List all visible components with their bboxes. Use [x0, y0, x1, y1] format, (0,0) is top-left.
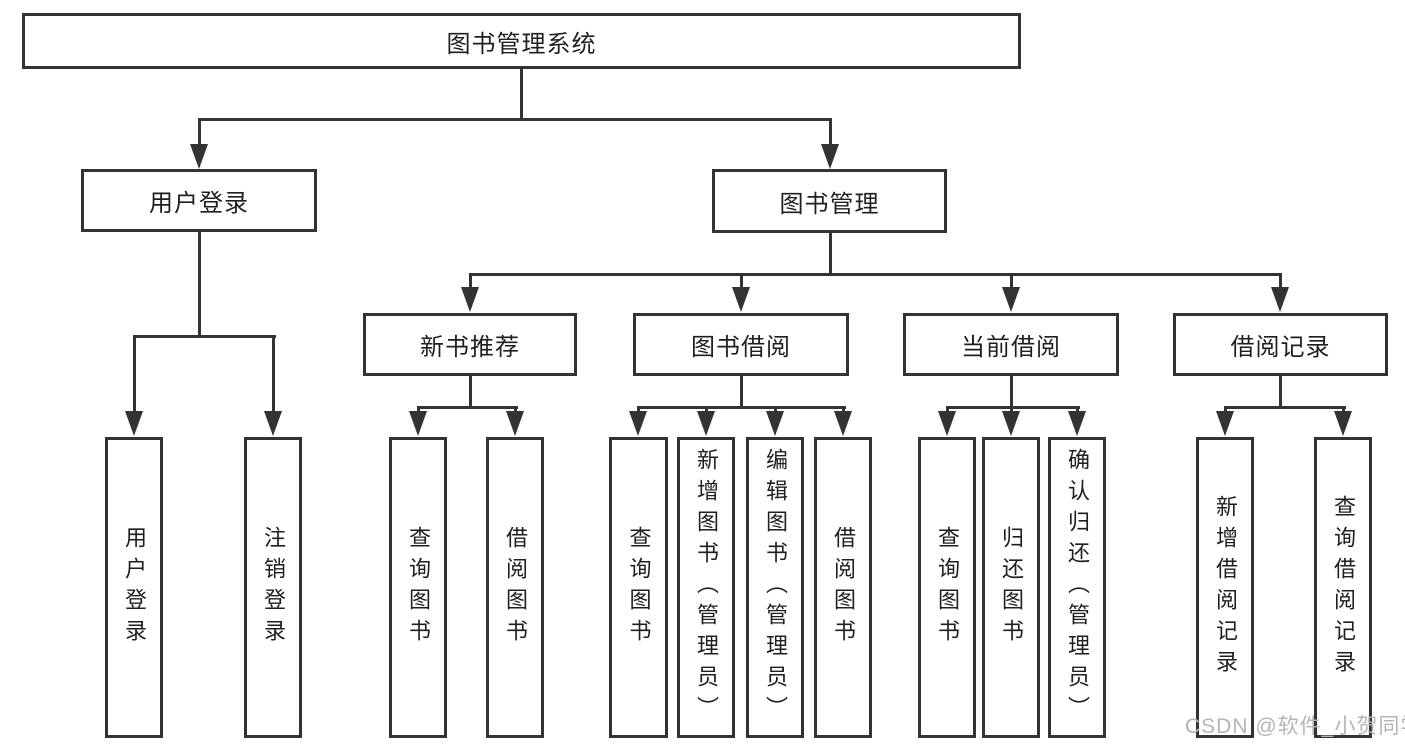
arrow-down-icon: [1271, 287, 1289, 312]
arrow-down-icon: [1216, 411, 1234, 436]
connector-line: [272, 335, 275, 416]
connector-line: [1279, 376, 1282, 406]
node-new-book-recommend: 新书推荐: [363, 313, 577, 376]
connector-line: [1010, 273, 1013, 292]
arrow-down-icon: [697, 411, 715, 436]
connector-line: [469, 273, 472, 292]
arrow-down-icon: [461, 287, 479, 312]
connector-line: [1010, 376, 1013, 406]
connector-line: [740, 376, 743, 406]
node-book-management: 图书管理: [712, 169, 947, 233]
arrow-down-icon: [409, 411, 427, 436]
leaf-confirm-return-admin: 确认归还（管理员）: [1048, 437, 1106, 738]
arrow-down-icon: [1002, 411, 1020, 436]
connector-line: [198, 232, 201, 335]
arrow-down-icon: [834, 411, 852, 436]
connector-line: [829, 233, 832, 273]
leaf-add-book-admin: 新增图书（管理员）: [677, 437, 735, 738]
arrow-down-icon: [629, 411, 647, 436]
node-borrow-records: 借阅记录: [1173, 313, 1388, 376]
leaf-edit-book-admin: 编辑图书（管理员）: [746, 437, 804, 738]
arrow-down-icon: [1334, 411, 1352, 436]
node-root: 图书管理系统: [22, 13, 1021, 69]
leaf-query-books-borrow: 查询图书: [609, 437, 668, 738]
leaf-query-books-recommend: 查询图书: [389, 437, 447, 738]
leaf-logout: 注销登录: [244, 437, 302, 738]
leaf-user-login: 用户登录: [105, 437, 163, 738]
leaf-query-borrow-record: 查询借阅记录: [1314, 437, 1372, 738]
connector-line: [1224, 406, 1346, 409]
connector-line: [133, 335, 276, 338]
arrow-down-icon: [1002, 287, 1020, 312]
arrow-down-icon: [264, 411, 282, 436]
connector-line: [637, 406, 846, 409]
connector-line: [198, 118, 832, 121]
connector-line: [417, 406, 518, 409]
connector-line: [469, 376, 472, 406]
arrow-down-icon: [1068, 411, 1086, 436]
arrow-down-icon: [821, 144, 839, 169]
connector-line: [1279, 273, 1282, 292]
watermark: CSDN @软件_小贺同学: [1185, 715, 1405, 738]
leaf-return-book: 归还图书: [982, 437, 1040, 738]
connector-line: [946, 406, 1080, 409]
connector-line: [198, 118, 201, 150]
node-user-login: 用户登录: [81, 169, 317, 232]
arrow-down-icon: [506, 411, 524, 436]
leaf-add-borrow-record: 新增借阅记录: [1196, 437, 1254, 738]
connector-line: [829, 118, 832, 150]
leaf-borrow-books: 借阅图书: [814, 437, 872, 738]
arrow-down-icon: [125, 411, 143, 436]
leaf-borrow-books-recommend: 借阅图书: [486, 437, 544, 738]
arrow-down-icon: [732, 287, 750, 312]
arrow-down-icon: [766, 411, 784, 436]
connector-line: [469, 273, 1282, 276]
leaf-query-books-current: 查询图书: [918, 437, 976, 738]
arrow-down-icon: [190, 144, 208, 169]
node-book-borrow: 图书借阅: [633, 313, 849, 376]
connector-line: [520, 69, 523, 118]
arrow-down-icon: [938, 411, 956, 436]
node-current-borrow: 当前借阅: [903, 313, 1119, 376]
connector-line: [740, 273, 743, 292]
connector-line: [133, 335, 136, 416]
